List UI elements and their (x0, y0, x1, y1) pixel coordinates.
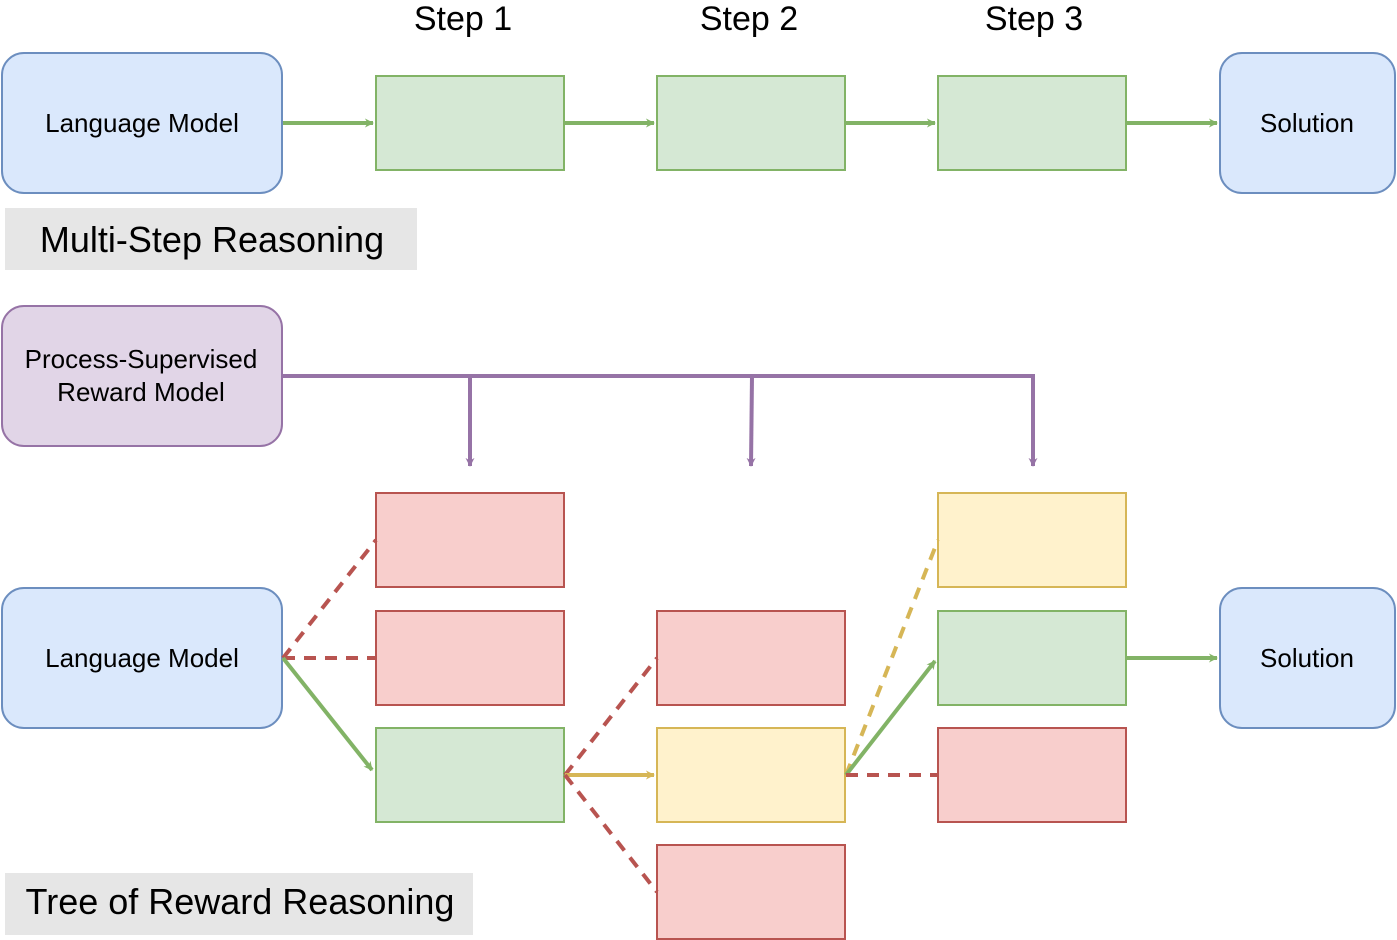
reward-arrow-step2 (746, 375, 756, 467)
tree-step2-candidate-2 (656, 727, 846, 823)
top-language-model-node: Language Model (1, 52, 283, 194)
step2-label: Step 2 (700, 0, 798, 38)
tree-caption-label: Tree of Reward Reasoning (26, 881, 455, 922)
reward-model-label-line2: Reward Model (57, 377, 225, 407)
reward-model-label-line1: Process-Supervised (25, 344, 258, 374)
tree-step1-candidate-2 (375, 610, 565, 706)
bottom-language-model-node: Language Model (1, 587, 283, 729)
top-solution-node: Solution (1219, 52, 1396, 194)
bottom-solution-node: Solution (1219, 587, 1396, 729)
edge-step1-step2-c1-rejected (563, 656, 659, 777)
top-step1-box (375, 75, 565, 171)
tree-step1-candidate-1 (375, 492, 565, 588)
top-step3-box (937, 75, 1127, 171)
reward-bus-line (283, 374, 1035, 380)
top-step2-box (656, 75, 846, 171)
step3-label: Step 3 (985, 0, 1083, 38)
reward-model-node: Process-Supervised Reward Model (1, 305, 283, 447)
tree-step3-candidate-2 (937, 610, 1127, 706)
bottom-language-model-label: Language Model (45, 643, 239, 673)
multi-step-caption: Multi-Step Reasoning (5, 208, 417, 270)
tree-step3-candidate-3 (937, 727, 1127, 823)
edge-lm-step1-c1-rejected (281, 538, 378, 660)
bottom-solution-label: Solution (1260, 643, 1354, 673)
edge-step2-step3-c1-uncertain (844, 539, 940, 776)
multi-step-caption-label: Multi-Step Reasoning (40, 219, 384, 260)
edge-step1-step2-c3-rejected (563, 773, 659, 894)
step1-label: Step 1 (414, 0, 512, 38)
tree-caption: Tree of Reward Reasoning (5, 873, 473, 935)
tree-step2-candidate-1 (656, 610, 846, 706)
top-language-model-label: Language Model (45, 108, 239, 138)
tree-step2-candidate-3 (656, 844, 846, 940)
edge-step2-step3-c2-selected (844, 659, 937, 777)
tree-step1-candidate-3 (375, 727, 565, 823)
tree-step3-candidate-1 (937, 492, 1127, 588)
top-solution-label: Solution (1260, 108, 1354, 138)
edge-lm-step1-c3-selected (281, 656, 374, 772)
